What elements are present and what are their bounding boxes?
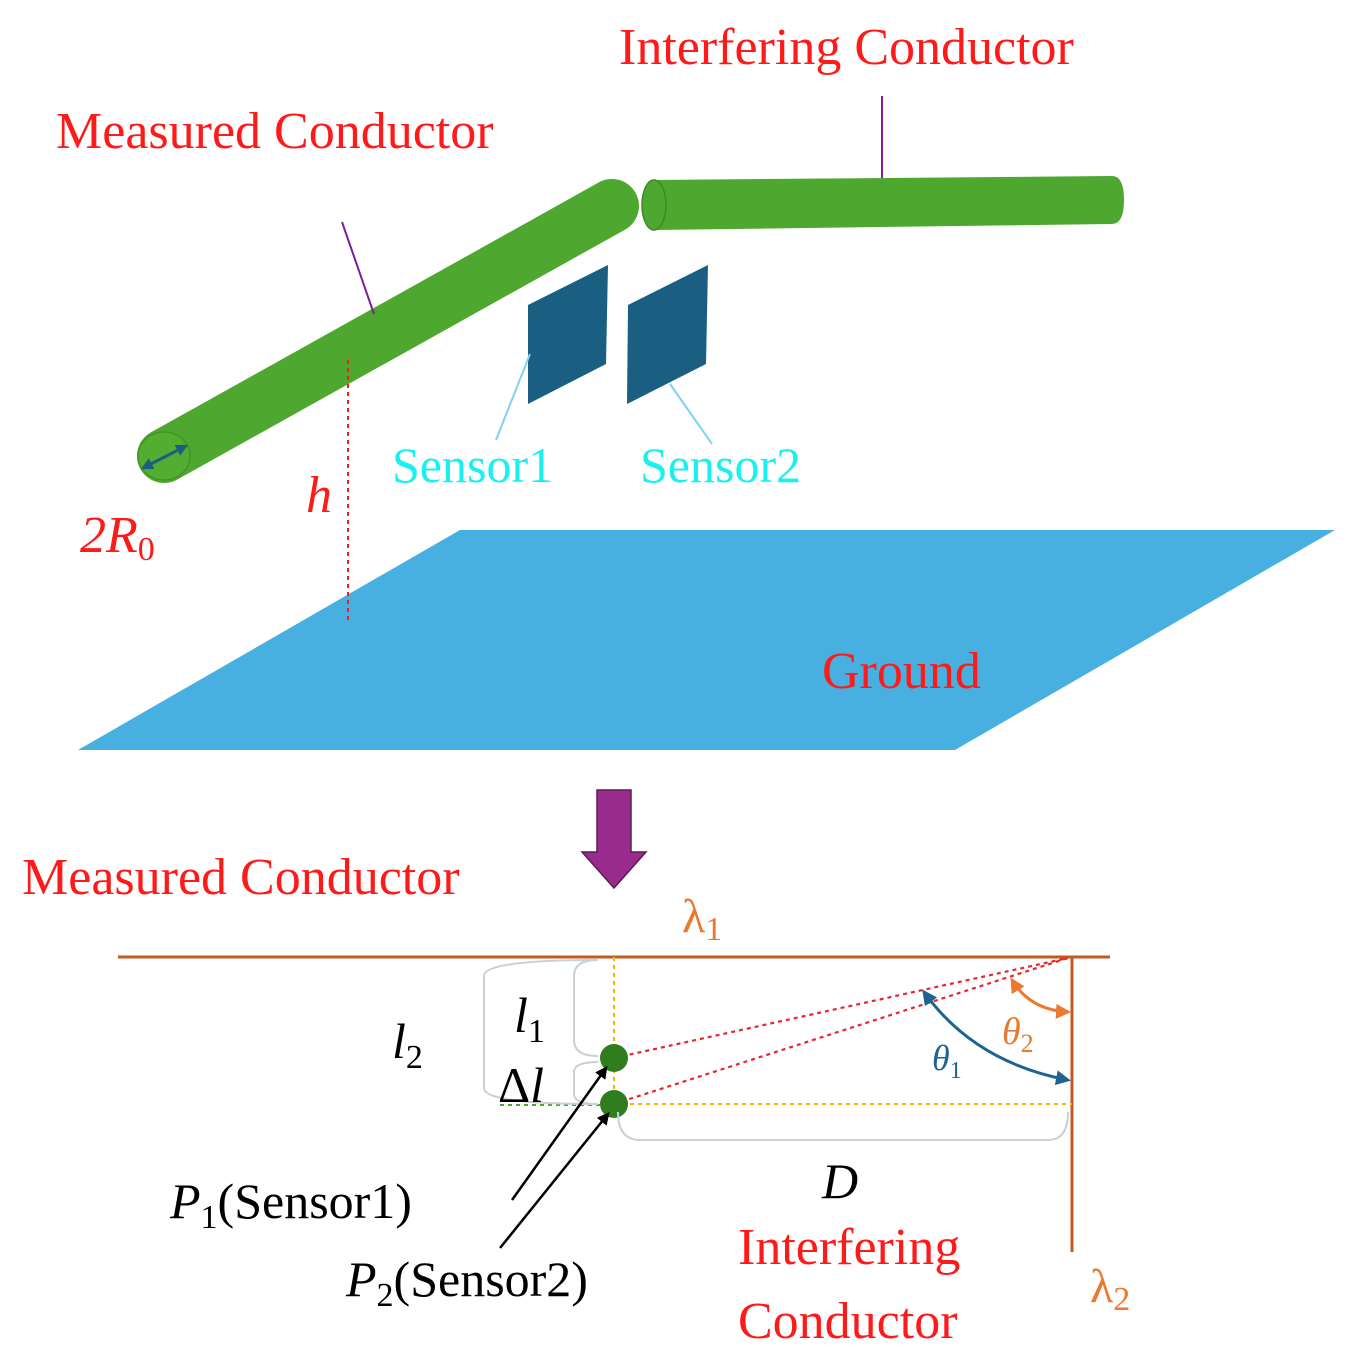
down-arrow	[580, 789, 648, 890]
sensor1-leader	[495, 353, 531, 441]
radius-label: 2R0	[80, 507, 155, 568]
sensor2-label: Sensor2	[640, 437, 801, 493]
lambda2-label: λ2	[1090, 1260, 1130, 1318]
sensor2-plate	[627, 265, 708, 404]
measured-conductor-label-top: Measured Conductor	[56, 103, 494, 160]
lambda1-label: λ1	[682, 890, 722, 948]
l2-label: l2	[392, 1013, 423, 1076]
diameter-arrow	[140, 444, 189, 470]
interfering-conductor-label-bottom-1: Interfering	[738, 1219, 960, 1276]
sensor1-label: Sensor1	[392, 437, 553, 493]
p1-point	[600, 1044, 628, 1072]
p1-dotted-line	[613, 956, 1069, 1060]
height-label: h	[306, 467, 332, 524]
l1-label: l1	[514, 987, 545, 1050]
l2-brace	[483, 959, 599, 1105]
p1-label: P1(Sensor1)	[169, 1173, 412, 1236]
theta2-label: θ2	[1002, 1011, 1034, 1058]
ground-plane	[78, 530, 1335, 750]
d-label: D	[821, 1153, 858, 1209]
sensor2-leader	[669, 383, 713, 445]
p2-pointer-arrow	[499, 1112, 610, 1249]
theta1-arc	[922, 989, 1071, 1086]
p2-dotted-line	[613, 956, 1069, 1106]
measured-conductor-leader	[341, 221, 375, 315]
delta-l-label: Δl	[498, 1057, 544, 1113]
interfering-conductor-label-bottom-2: Conductor	[738, 1293, 958, 1350]
theta2-arc	[1010, 977, 1071, 1019]
ground-label: Ground	[822, 643, 981, 700]
p2-label: P2(Sensor2)	[345, 1251, 588, 1314]
theta1-label: θ1	[932, 1038, 962, 1084]
p1-pointer-arrow	[510, 1065, 608, 1201]
d-brace	[617, 1111, 1069, 1141]
interfering-conductor-cylinder	[641, 176, 1124, 231]
delta-l-brace	[573, 1061, 599, 1105]
p2-point	[600, 1090, 628, 1118]
l1-brace	[573, 959, 599, 1057]
interfering-conductor-label-top: Interfering Conductor	[619, 19, 1074, 76]
measured-conductor-label-bottom: Measured Conductor	[22, 849, 460, 906]
sensor1-plate	[528, 265, 608, 404]
